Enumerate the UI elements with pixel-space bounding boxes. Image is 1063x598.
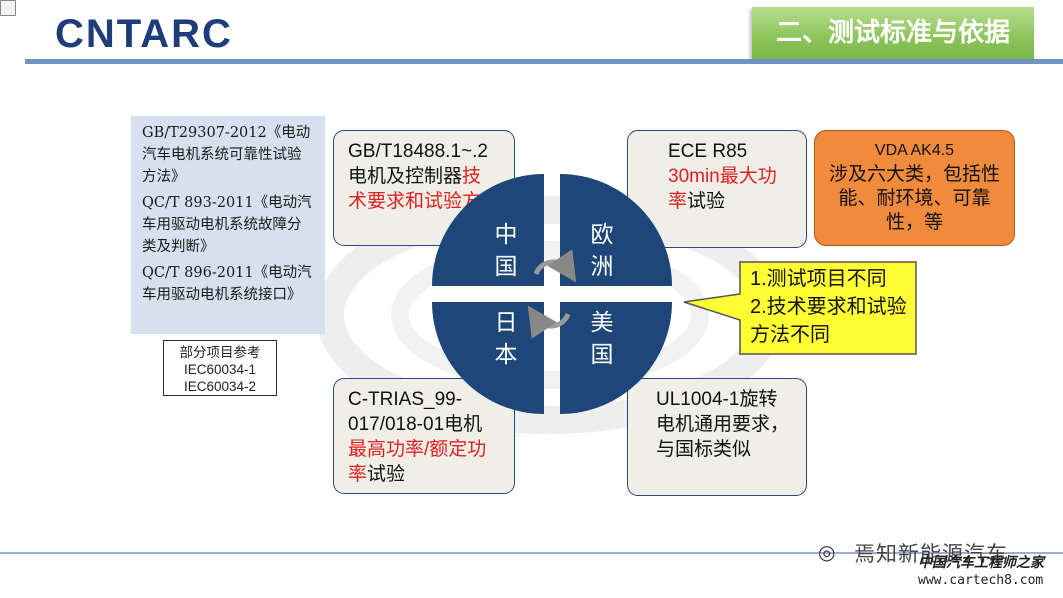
std-text: 试验 bbox=[687, 191, 726, 212]
iec-box-title: 部分项目参考 bbox=[179, 345, 261, 360]
region-char: 洲 bbox=[591, 254, 614, 280]
region-char: 欧 bbox=[591, 222, 614, 248]
iec-box-line: IEC60034-1 bbox=[183, 362, 257, 377]
callout-text: 1.测试项目不同 2.技术要求和试验方法不同 bbox=[750, 265, 915, 349]
footer-rule bbox=[0, 552, 1063, 554]
japan-standard-box: C-TRIAS_99-017/018-01电机最高功率/额定功率试验 bbox=[333, 378, 515, 494]
region-label: 美国 bbox=[591, 310, 614, 368]
footer-site-url: www.cartech8.com bbox=[918, 573, 1044, 588]
region-label: 欧洲 bbox=[591, 222, 614, 280]
title-banner bbox=[752, 7, 1034, 59]
std-highlight: 最高功率/额定功率 bbox=[348, 439, 487, 485]
region-char: 本 bbox=[495, 342, 518, 368]
footer-site-name: 中国汽车工程师之家 bbox=[918, 555, 1044, 571]
std-text: UL1004-1旋转电机通用要求，与国标类似 bbox=[656, 389, 790, 460]
header-rule bbox=[25, 59, 1063, 64]
std-text: GB/T18488.1~.2电机及控制器 bbox=[348, 141, 488, 187]
cntarc-logo: CNTARC bbox=[55, 12, 233, 56]
page-title: 二、测试标准与依据 bbox=[775, 18, 1010, 48]
slide-corner-icon bbox=[0, 0, 16, 16]
usa-standard-box: UL1004-1旋转电机通用要求，与国标类似 bbox=[627, 378, 807, 496]
pie-quadrant-europe bbox=[560, 174, 672, 286]
wechat-icon: ◎ bbox=[818, 540, 836, 564]
cycle-arrow-icon bbox=[533, 249, 577, 283]
iec-box-line: IEC60034-2 bbox=[183, 379, 257, 394]
pie-quadrant-usa bbox=[560, 302, 672, 414]
pie-quadrant-japan bbox=[432, 302, 544, 414]
cycle-arrow-icon bbox=[527, 305, 571, 339]
vda-body: 涉及六大类，包括性能、耐环境、可靠性，等 bbox=[828, 164, 1000, 233]
std-text: 试验 bbox=[367, 464, 406, 485]
region-char: 国 bbox=[495, 254, 518, 280]
region-char: 国 bbox=[591, 342, 614, 368]
pie-quadrant-china bbox=[432, 174, 544, 286]
difference-callout bbox=[683, 261, 917, 355]
std-highlight: 30min最大功率 bbox=[668, 166, 777, 212]
std-text: C-TRIAS_99-017/018-01电机 bbox=[348, 389, 483, 435]
china-ref-item: QC/T 893-2011《电动汽车用驱动电机系统故障分类及判断》 bbox=[142, 195, 312, 255]
vda-title: VDA AK4.5 bbox=[874, 142, 955, 159]
europe-standard-box: ECE R85 30min最大功率试验 bbox=[627, 130, 807, 248]
region-label: 日本 bbox=[495, 310, 518, 368]
region-pie-diagram: 中国 欧洲 日本 美国 bbox=[432, 174, 672, 414]
region-char: 中 bbox=[495, 222, 518, 248]
callout-line: 2.技术要求和试验方法不同 bbox=[750, 296, 907, 346]
std-highlight: 技术要求和试验方法 bbox=[348, 166, 501, 212]
callout-line: 1.测试项目不同 bbox=[750, 268, 887, 290]
std-text: ECE R85 bbox=[668, 141, 748, 162]
china-standards-list: GB/T29307-2012《电动汽车电机系统可靠性试验方法》 QC/T 893… bbox=[131, 116, 325, 334]
china-ref-item: QC/T 896-2011《电动汽车用驱动电机系统接口》 bbox=[142, 265, 312, 303]
region-char: 日 bbox=[495, 310, 518, 336]
region-label: 中国 bbox=[495, 222, 518, 280]
iec-reference-box: 部分项目参考 IEC60034-1 IEC60034-2 bbox=[163, 340, 277, 396]
footer-brand: 焉知新能源汽车 bbox=[854, 542, 1008, 566]
region-char: 美 bbox=[591, 310, 614, 336]
china-ref-item: GB/T29307-2012《电动汽车电机系统可靠性试验方法》 bbox=[142, 125, 311, 185]
vda-standard-box: VDA AK4.5 涉及六大类，包括性能、耐环境、可靠性，等 bbox=[814, 130, 1015, 246]
